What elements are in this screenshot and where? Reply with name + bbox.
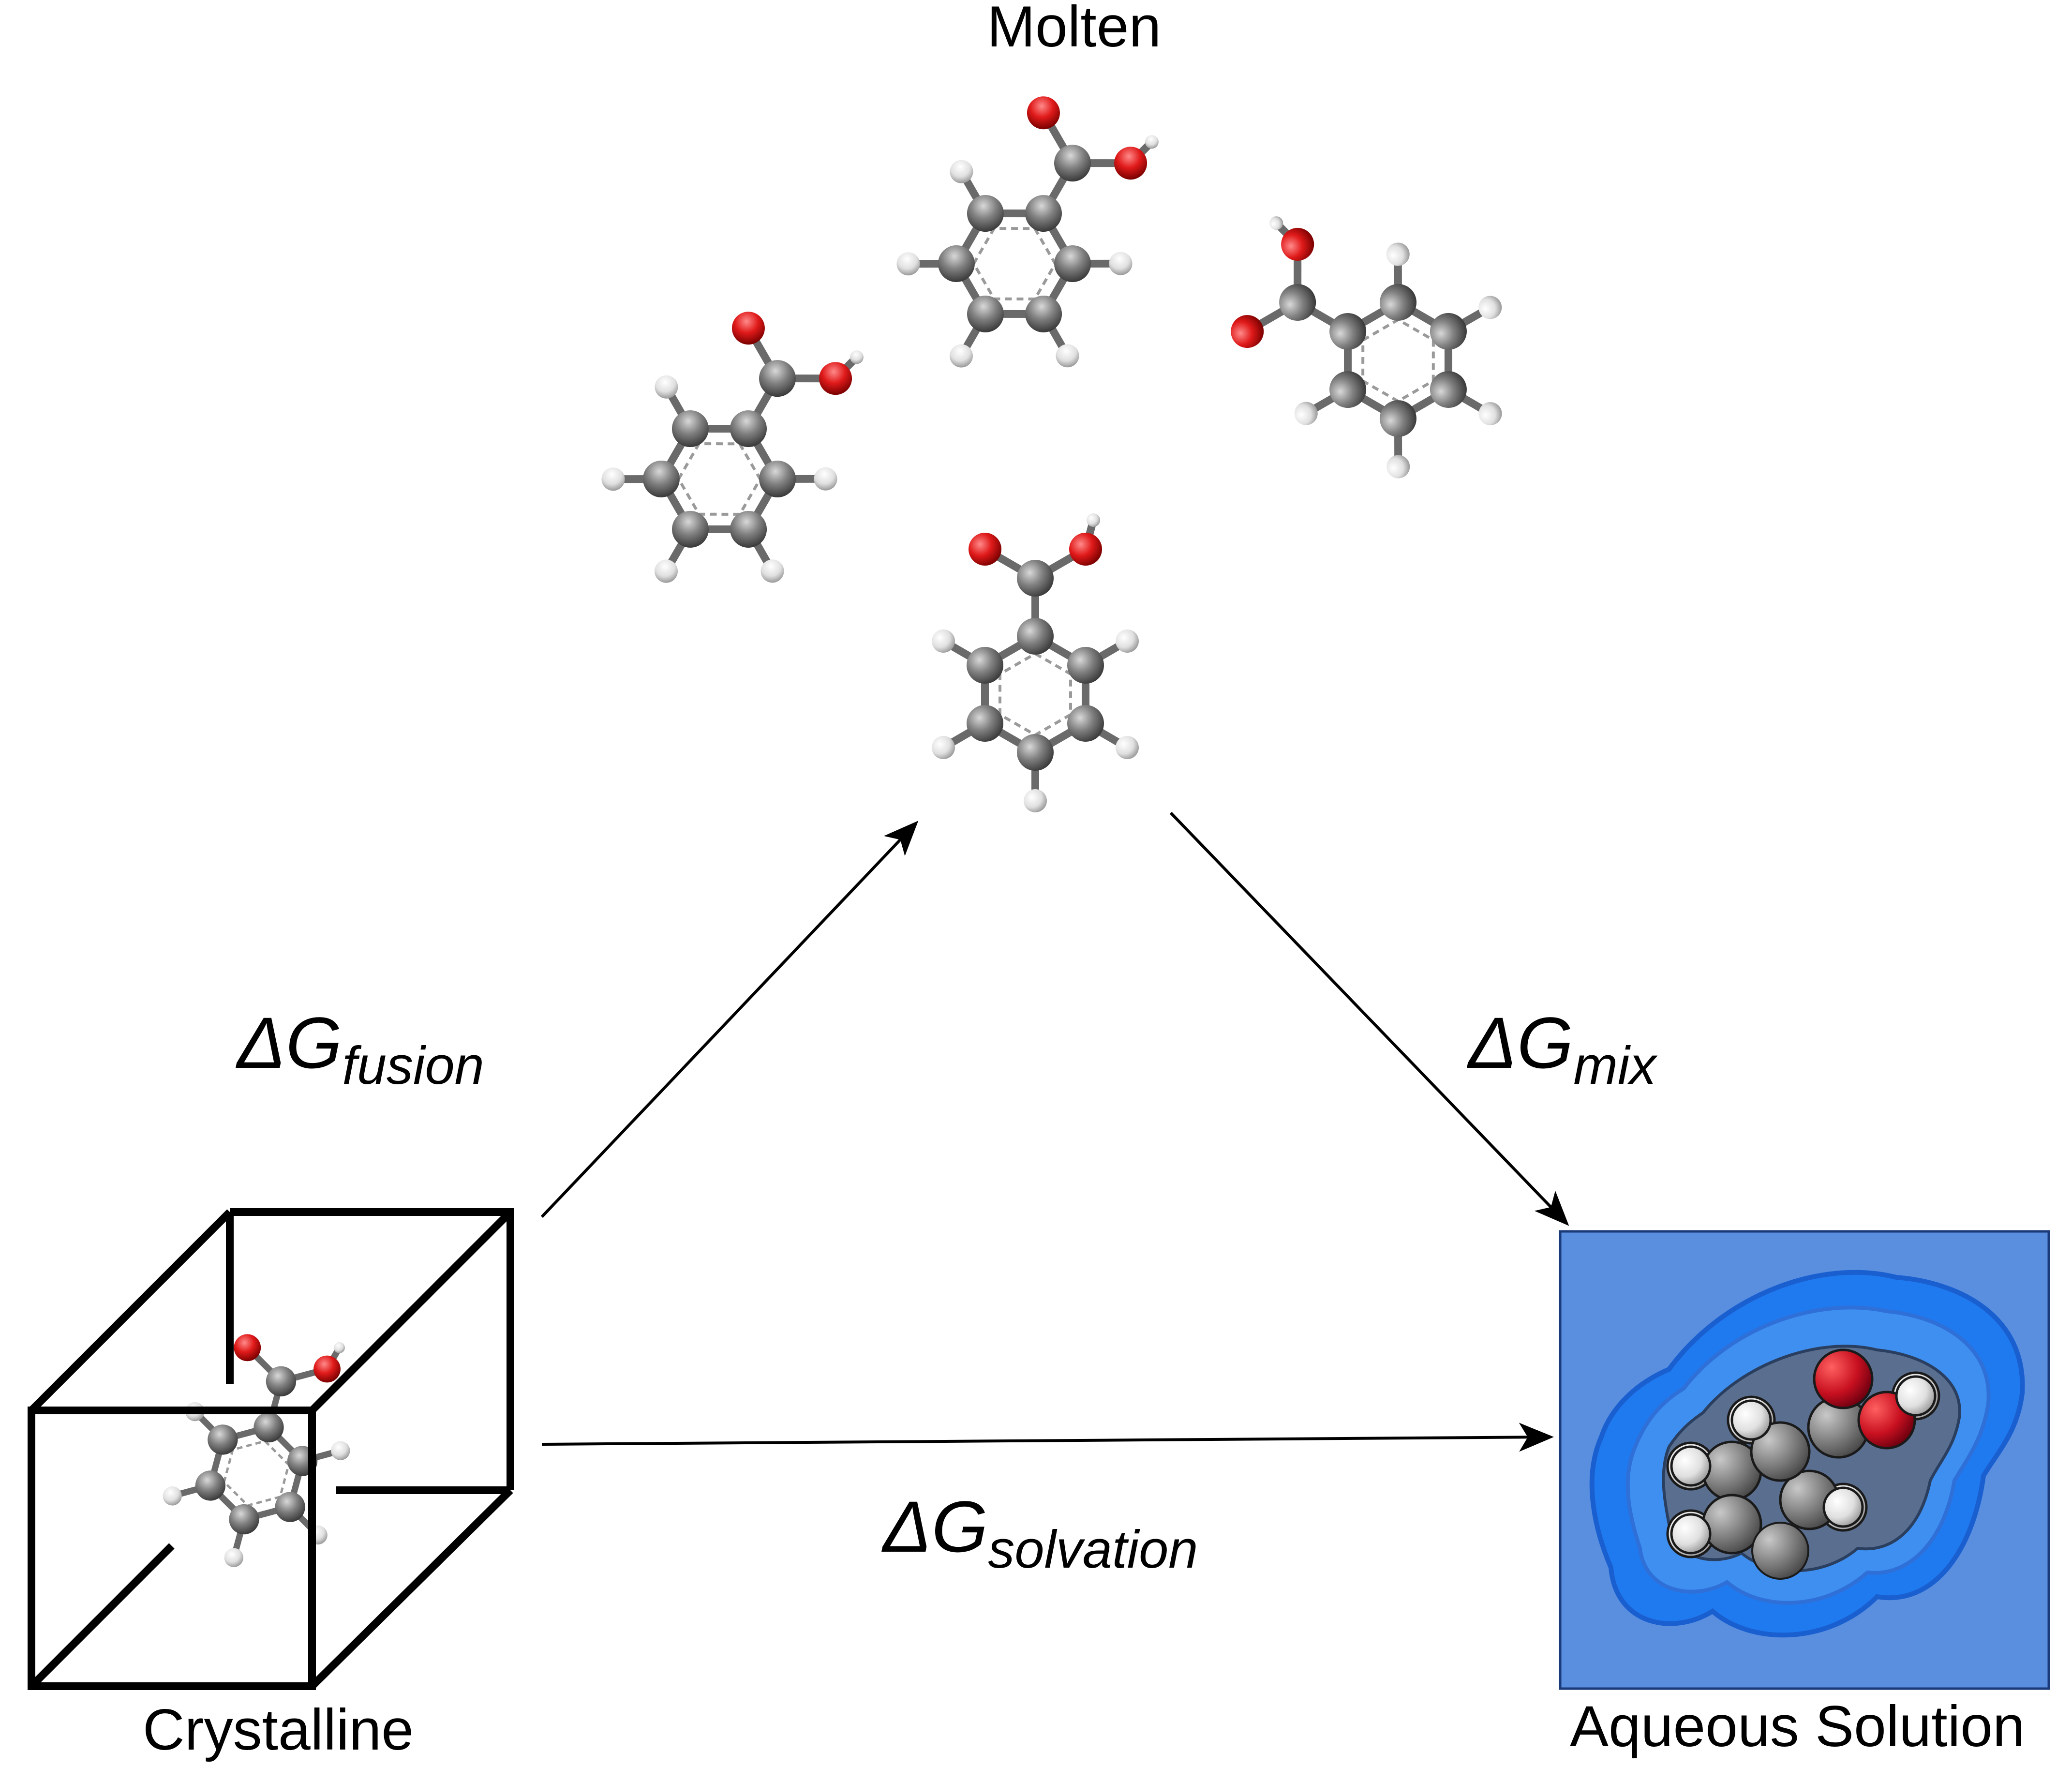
solvation-subscript: solvation bbox=[988, 1520, 1198, 1579]
crystalline-cube bbox=[28, 1208, 514, 1690]
fusion-arrow bbox=[540, 821, 919, 1218]
crystal-molecule bbox=[149, 1308, 377, 1588]
solvation-arrow bbox=[541, 1423, 1554, 1452]
molten-molecule-2 bbox=[866, 55, 1195, 418]
mix-arrow bbox=[1169, 811, 1569, 1226]
aqueous-solution-box bbox=[1559, 1230, 2050, 1690]
delta-g-fusion-label: ΔGfusion bbox=[237, 1006, 484, 1093]
delta-g-symbol: ΔG bbox=[237, 1002, 343, 1083]
aqueous-solution-label: Aqueous Solution bbox=[1570, 1694, 2025, 1759]
crystalline-label: Crystalline bbox=[143, 1697, 414, 1762]
molten-label: Molten bbox=[987, 0, 1162, 59]
solvated-molecule bbox=[1666, 1348, 1940, 1580]
delta-g-symbol: ΔG bbox=[883, 1486, 988, 1567]
delta-g-solvation-label: ΔGsolvation bbox=[883, 1490, 1198, 1576]
molten-molecule-1 bbox=[571, 270, 900, 633]
delta-g-mix-label: ΔGmix bbox=[1468, 1006, 1656, 1093]
delta-g-symbol: ΔG bbox=[1468, 1002, 1574, 1083]
fusion-subscript: fusion bbox=[342, 1036, 484, 1095]
mix-subscript: mix bbox=[1573, 1036, 1656, 1095]
molten-molecule-3 bbox=[1190, 180, 1552, 509]
molten-molecule-4 bbox=[932, 513, 1139, 812]
